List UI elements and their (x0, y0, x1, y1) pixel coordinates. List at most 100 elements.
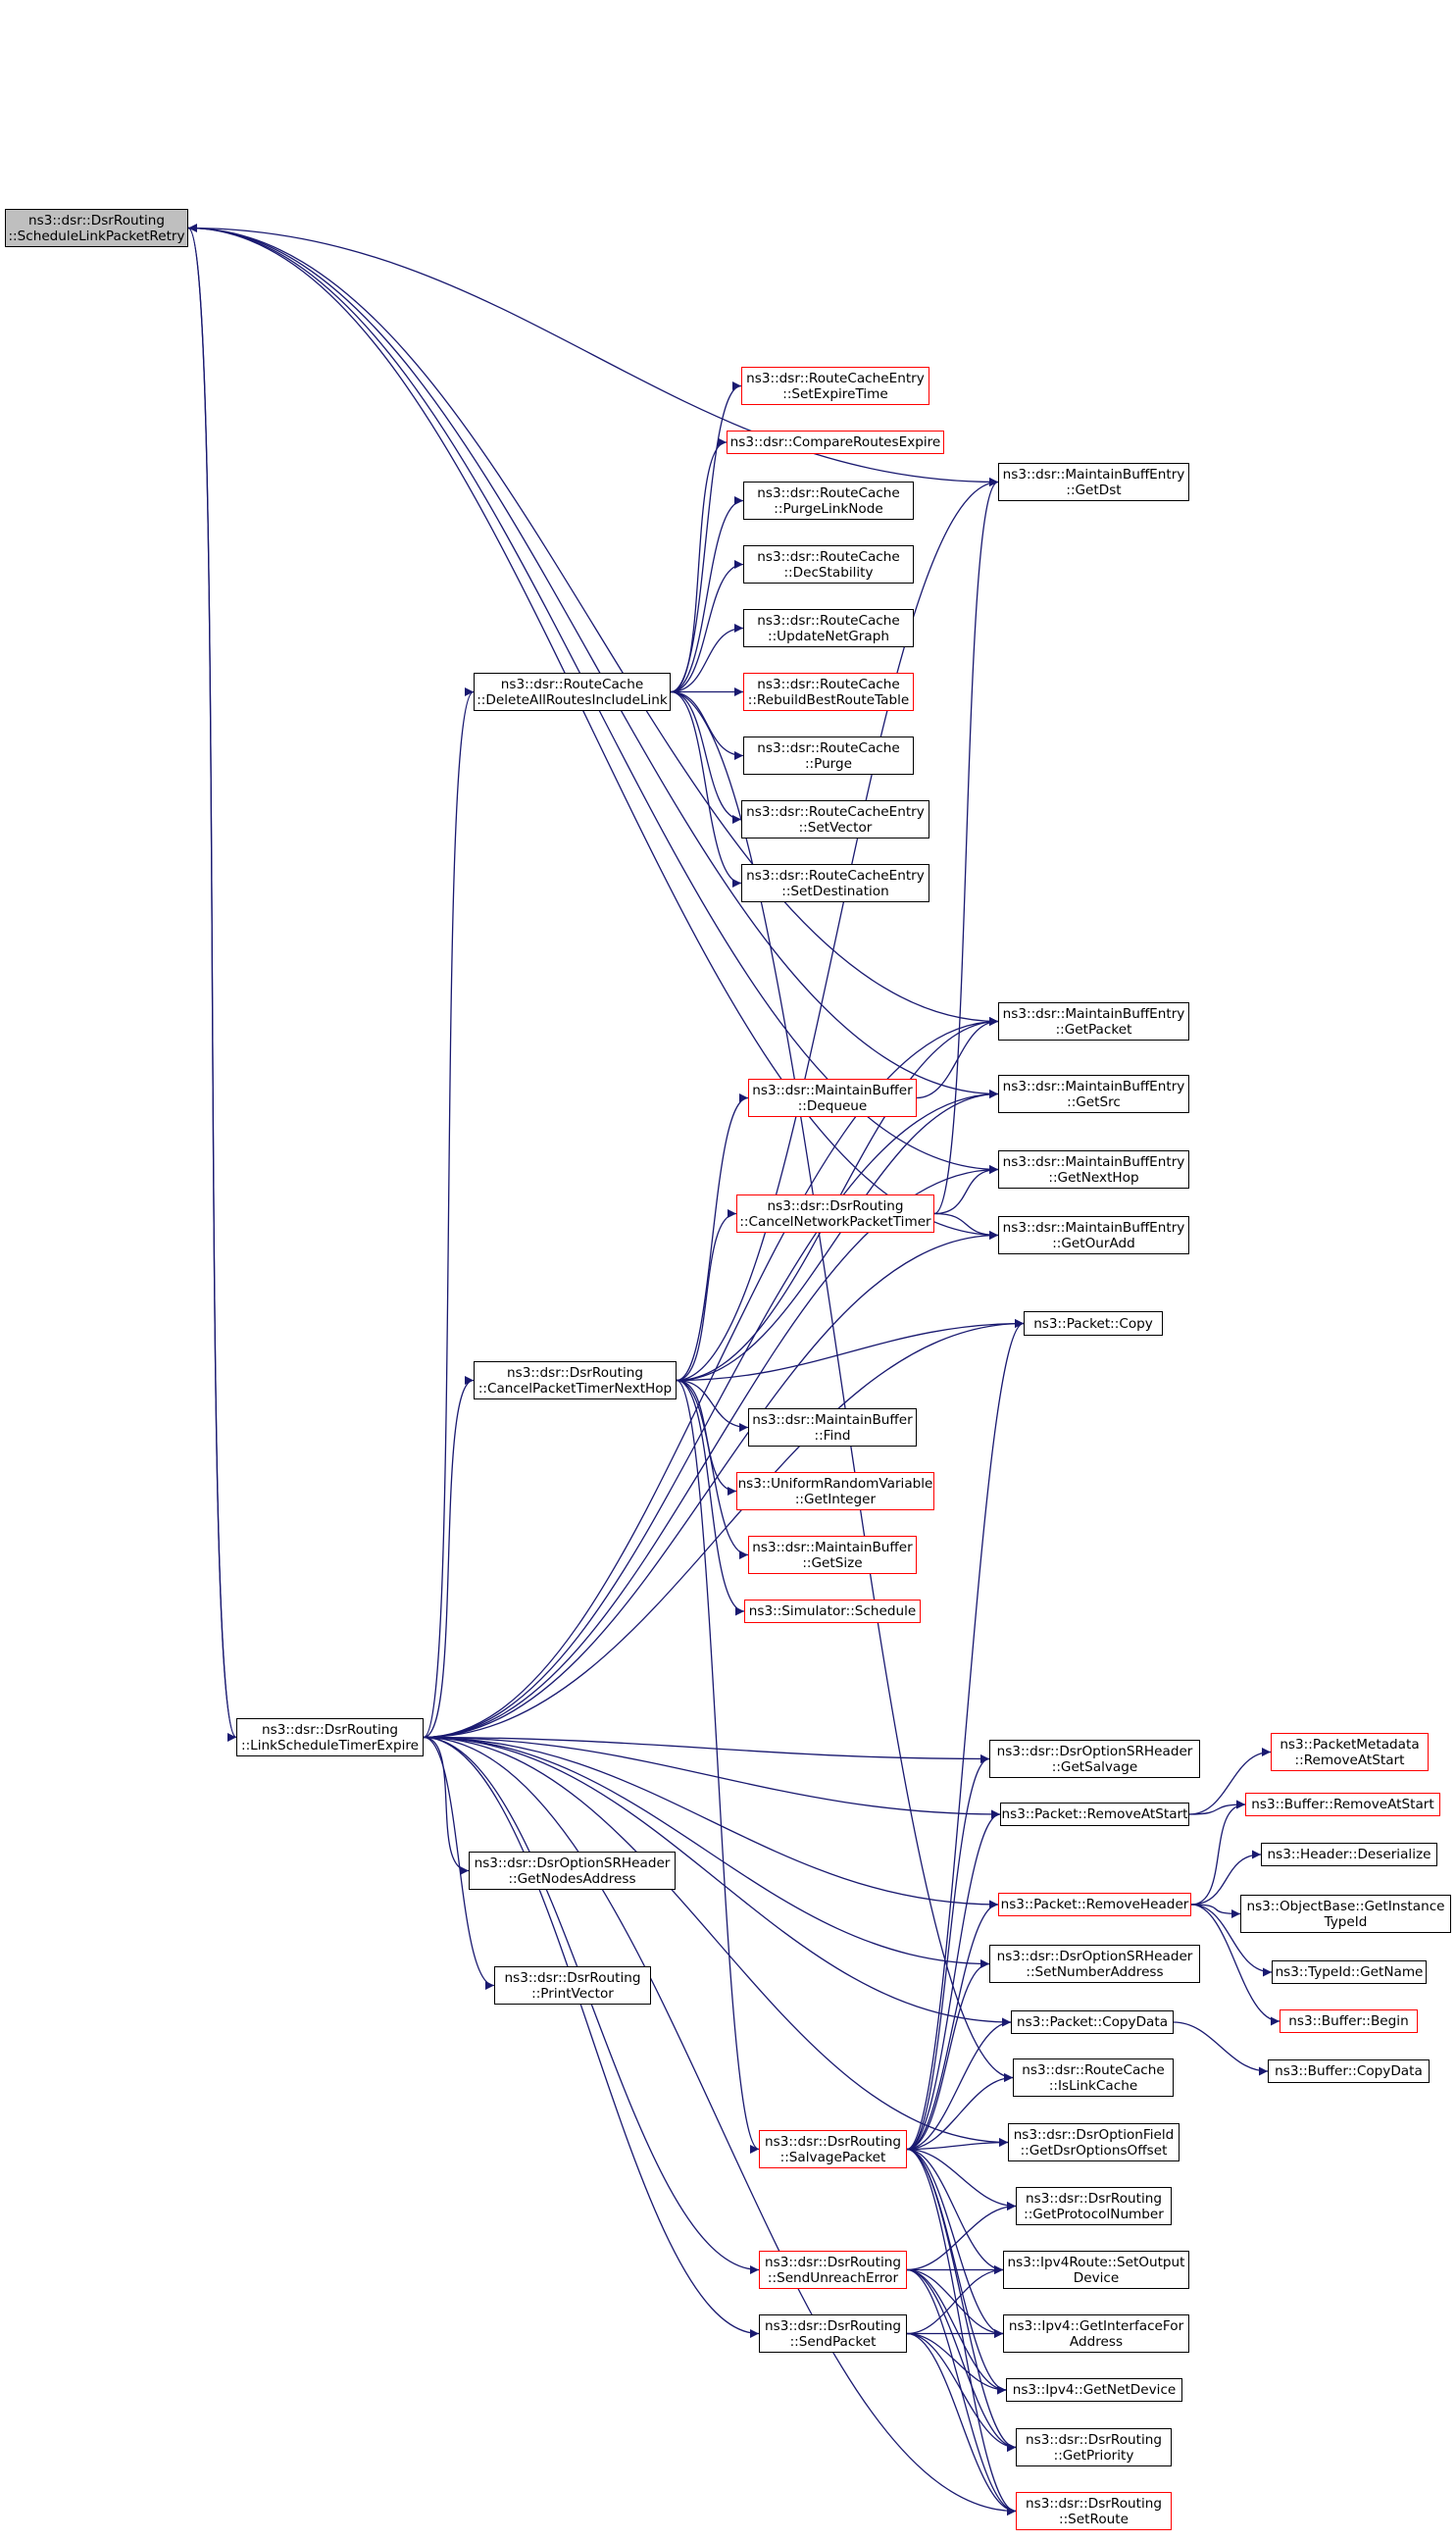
node-buffer-begin[interactable]: ns3::Buffer::Begin (1280, 2009, 1418, 2033)
edge-cancel_packet_timer_next_hop-to-mb_get_size (676, 1379, 749, 1559)
node-route-cache-purge-link-node[interactable]: ns3::dsr::RouteCache ::PurgeLinkNode (743, 482, 914, 520)
node-dsr-routing-set-route[interactable]: ns3::dsr::DsrRouting ::SetRoute (1016, 2492, 1172, 2530)
node-label-line-1: ns3::ObjectBase::GetInstance (1246, 1898, 1445, 1914)
node-delete-all-routes-include-link[interactable]: ns3::dsr::RouteCache ::DeleteAllRoutesIn… (474, 673, 671, 711)
node-route-cache-purge[interactable]: ns3::dsr::RouteCache ::Purge (743, 737, 914, 775)
edge-cancel_packet_timer_next_hop-to-mbe_get_src (676, 1090, 999, 1382)
edge-salvage_packet-to-sr_set_number_address (906, 1959, 990, 2151)
node-typeid-get-name[interactable]: ns3::TypeId::GetName (1272, 1960, 1427, 1984)
node-label-line-1: ns3::dsr::RouteCache (500, 676, 644, 692)
node-label-line-2: ::SalvagePacket (779, 2149, 886, 2165)
node-dsr-routing-get-protocol-number[interactable]: ns3::dsr::DsrRouting ::GetProtocolNumber (1016, 2187, 1172, 2225)
node-compare-routes-expire[interactable]: ns3::dsr::CompareRoutesExpire (727, 431, 944, 454)
node-uniform-random-variable-get-integer[interactable]: ns3::UniformRandomVariable ::GetInteger (736, 1472, 934, 1510)
edge-delete_all_routes_include_link-to-rc_purge (670, 690, 744, 760)
node-cancel-packet-timer-next-hop[interactable]: ns3::dsr::DsrRouting ::CancelPacketTimer… (474, 1361, 677, 1399)
node-buffer-remove-at-start[interactable]: ns3::Buffer::RemoveAtStart (1245, 1793, 1440, 1816)
node-route-cache-entry-set-vector[interactable]: ns3::dsr::RouteCacheEntry ::SetVector (741, 800, 929, 839)
node-route-cache-is-link-cache[interactable]: ns3::dsr::RouteCache ::IsLinkCache (1013, 2058, 1174, 2097)
node-maintain-buffer-dequeue[interactable]: ns3::dsr::MaintainBuffer ::Dequeue (748, 1079, 917, 1117)
node-maintain-buff-entry-get-next-hop[interactable]: ns3::dsr::MaintainBuffEntry ::GetNextHop (998, 1150, 1189, 1189)
node-label-line-1: ns3::dsr::DsrRouting (507, 1364, 643, 1381)
edge-send_unreach_error-to-ipv4_get_net_device (906, 2268, 1007, 2395)
edge-salvage_packet-to-packet_copy_data (906, 2017, 1012, 2151)
node-ipv4-get-interface-for-address[interactable]: ns3::Ipv4::GetInterfaceFor Address (1003, 2314, 1189, 2353)
node-label-line-1: ns3::dsr::RouteCache (1022, 2061, 1165, 2078)
node-label-line-1: ns3::dsr::DsrRouting (28, 212, 165, 229)
node-maintain-buffer-find[interactable]: ns3::dsr::MaintainBuffer ::Find (748, 1408, 917, 1447)
node-route-cache-dec-stability[interactable]: ns3::dsr::RouteCache ::DecStability (743, 545, 914, 584)
edge-delete_all_routes_include_link-to-rce_set_destination (670, 690, 742, 888)
node-sr-header-set-number-address[interactable]: ns3::dsr::DsrOptionSRHeader ::SetNumberA… (989, 1945, 1200, 1983)
node-header-deserialize[interactable]: ns3::Header::Deserialize (1261, 1843, 1437, 1866)
node-buffer-copy-data[interactable]: ns3::Buffer::CopyData (1268, 2059, 1430, 2083)
node-maintain-buff-entry-get-src[interactable]: ns3::dsr::MaintainBuffEntry ::GetSrc (998, 1075, 1189, 1113)
edge-link_schedule_timer_expire-to-packet_copy_data (423, 1736, 1012, 2027)
node-packet-copy[interactable]: ns3::Packet::Copy (1024, 1311, 1163, 1336)
edge-cancel_packet_timer_next_hop-to-cancel_network_packet_timer (676, 1209, 737, 1382)
node-label-line-1: ns3::dsr::DsrRouting (504, 1969, 641, 1986)
node-maintain-buff-entry-get-dst[interactable]: ns3::dsr::MaintainBuffEntry ::GetDst (998, 463, 1189, 501)
node-objectbase-get-instance-typeid[interactable]: ns3::ObjectBase::GetInstance TypeId (1240, 1895, 1451, 1933)
node-packet-copy-data[interactable]: ns3::Packet::CopyData (1011, 2010, 1174, 2034)
node-label-line-1: ns3::dsr::RouteCache (757, 548, 900, 565)
node-dsr-routing-get-priority[interactable]: ns3::dsr::DsrRouting ::GetPriority (1016, 2428, 1172, 2466)
node-label-line-2: ::SendPacket (789, 2333, 877, 2350)
node-packet-remove-at-start[interactable]: ns3::Packet::RemoveAtStart (1000, 1803, 1189, 1826)
node-label-line-1: ns3::dsr::RouteCache (757, 676, 900, 692)
node-route-cache-rebuild-best-route-table[interactable]: ns3::dsr::RouteCache ::RebuildBestRouteT… (743, 673, 914, 711)
edge-cancel_packet_timer_next_hop-to-simulator_schedule (676, 1379, 745, 1616)
node-option-field-get-dsr-options-offset[interactable]: ns3::dsr::DsrOptionField ::GetDsrOptions… (1008, 2123, 1180, 2161)
node-salvage-packet[interactable]: ns3::dsr::DsrRouting ::SalvagePacket (759, 2130, 907, 2168)
node-label-line-1: ns3::Packet::RemoveAtStart (1001, 1806, 1188, 1822)
node-link-schedule-timer-expire[interactable]: ns3::dsr::DsrRouting ::LinkScheduleTimer… (236, 1718, 424, 1756)
node-maintain-buffer-get-size[interactable]: ns3::dsr::MaintainBuffer ::GetSize (748, 1536, 917, 1574)
node-packet-remove-header[interactable]: ns3::Packet::RemoveHeader (998, 1893, 1191, 1916)
node-label-line-2: ::ScheduleLinkPacketRetry (8, 228, 185, 244)
edge-salvage_packet-to-rc_is_link_cache (906, 2073, 1014, 2151)
node-label-line-2: ::GetDst (1066, 482, 1122, 498)
edge-dsr_send_packet-to-ipv4route_set_output_device (906, 2265, 1004, 2335)
edge-cancel_packet_timer_next_hop-to-mb_find (676, 1379, 749, 1432)
node-cancel-network-packet-timer[interactable]: ns3::dsr::DsrRouting ::CancelNetworkPack… (736, 1194, 934, 1233)
edge-link_schedule_timer_expire-to-of_get_dsr_options_offset (423, 1736, 1009, 2147)
node-sr-header-get-nodes-address[interactable]: ns3::dsr::DsrOptionSRHeader ::GetNodesAd… (469, 1852, 676, 1890)
node-send-unreach-error[interactable]: ns3::dsr::DsrRouting ::SendUnreachError (759, 2251, 907, 2289)
node-label-line-1: ns3::dsr::DsrRouting (1026, 2495, 1162, 2512)
node-simulator-schedule[interactable]: ns3::Simulator::Schedule (744, 1600, 921, 1623)
node-label-line-1: ns3::dsr::MaintainBuffer (752, 1411, 913, 1428)
node-route-cache-update-net-graph[interactable]: ns3::dsr::RouteCache ::UpdateNetGraph (743, 609, 914, 647)
edge-packet_copy_data-to-buffer_copy_data (1173, 2021, 1269, 2076)
node-route-cache-entry-set-destination[interactable]: ns3::dsr::RouteCacheEntry ::SetDestinati… (741, 864, 929, 902)
node-label-line-2: ::GetProtocolNumber (1024, 2206, 1164, 2222)
node-label-line-1: ns3::dsr::DsrRouting (765, 2317, 901, 2334)
node-label-line-1: ns3::Ipv4Route::SetOutput (1007, 2254, 1185, 2270)
node-label-line-1: ns3::dsr::MaintainBuffEntry (1002, 1219, 1185, 1236)
edge-packet_remove_at_start-to-buffer_remove_at_start (1188, 1800, 1246, 1815)
node-label-line-1: ns3::dsr::MaintainBuffEntry (1002, 1005, 1185, 1022)
node-label-line-2: ::GetSalvage (1051, 1758, 1138, 1775)
edge-link_schedule_timer_expire-to-packet_remove_at_start (423, 1736, 1001, 1819)
node-label-line-2: ::PrintVector (531, 1985, 614, 2002)
edge-salvage_packet-to-dsr_set_route (906, 2148, 1017, 2516)
node-label-line-2: ::CancelPacketTimerNextHop (477, 1380, 673, 1397)
node-label-line-2: ::RebuildBestRouteTable (747, 691, 910, 708)
node-maintain-buff-entry-get-our-add[interactable]: ns3::dsr::MaintainBuffEntry ::GetOurAdd (998, 1216, 1189, 1254)
edge-salvage_packet-to-dsr_get_protocol_number (906, 2148, 1017, 2211)
edge-salvage_packet-to-packet_remove_header (906, 1900, 999, 2151)
edge-schedule_link_packet_retry-to-mbe_get_packet (187, 227, 999, 1026)
node-dsr-routing-print-vector[interactable]: ns3::dsr::DsrRouting ::PrintVector (494, 1966, 651, 2005)
node-packet-metadata-remove-at-start[interactable]: ns3::PacketMetadata ::RemoveAtStart (1271, 1733, 1429, 1771)
node-ipv4route-set-output-device[interactable]: ns3::Ipv4Route::SetOutput Device (1003, 2251, 1189, 2289)
node-dsr-routing-send-packet[interactable]: ns3::dsr::DsrRouting ::SendPacket (759, 2314, 907, 2353)
node-label-line-2: ::SetExpireTime (782, 385, 888, 402)
edge-salvage_packet-to-ipv4_get_interface_for_address (906, 2148, 1004, 2338)
node-sr-header-get-salvage[interactable]: ns3::dsr::DsrOptionSRHeader ::GetSalvage (989, 1740, 1200, 1778)
node-maintain-buff-entry-get-packet[interactable]: ns3::dsr::MaintainBuffEntry ::GetPacket (998, 1002, 1189, 1041)
node-ipv4-get-net-device[interactable]: ns3::Ipv4::GetNetDevice (1006, 2378, 1182, 2402)
edge-packet_remove_at_start-to-packet_metadata_remove_at_start (1188, 1748, 1272, 1815)
node-route-cache-entry-set-expire-time[interactable]: ns3::dsr::RouteCacheEntry ::SetExpireTim… (741, 367, 929, 405)
node-label-line-1: ns3::Packet::RemoveHeader (1000, 1897, 1189, 1912)
